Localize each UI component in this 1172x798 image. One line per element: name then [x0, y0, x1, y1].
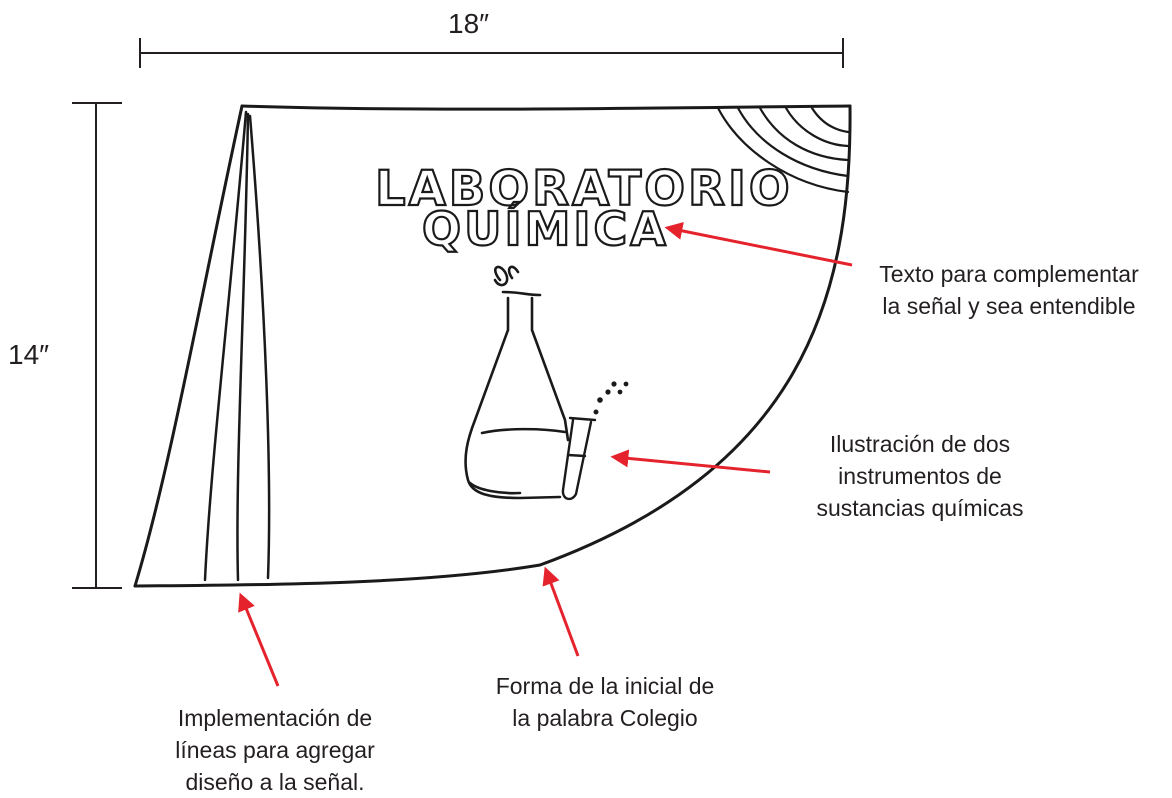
annotation-shape-line2: la palabra Colegio: [512, 705, 698, 731]
arrow-shape: [542, 566, 580, 657]
annotation-lines-line3: diseño a la señal.: [185, 769, 365, 795]
annotation-text-line1: Texto para complementar: [879, 261, 1139, 287]
sign-outline: [133, 104, 852, 588]
annotation-lines-line1: Implementación de: [177, 705, 373, 731]
test-tube-icon: [561, 381, 629, 501]
arrow-illustration: [610, 449, 771, 474]
annotation-illustration-line3: sustancias químicas: [816, 495, 1024, 521]
height-label: 14″: [8, 339, 50, 370]
annotation-arrows: [238, 222, 853, 687]
sign-title-line1: LABORATORIO: [375, 161, 793, 217]
annotation-illustration-note: Ilustración de dos instrumentos de susta…: [770, 428, 1070, 524]
arrow-lines: [238, 592, 280, 687]
annotation-shape-note: Forma de la inicial de la palabra Colegi…: [455, 670, 755, 734]
annotation-lines-note: Implementación de líneas para agregar di…: [155, 702, 395, 798]
annotation-text-note: Texto para complementar la señal y sea e…: [850, 258, 1168, 322]
annotation-lines-line2: líneas para agregar: [175, 737, 375, 763]
width-label: 18″: [448, 8, 490, 39]
width-dimension-line: [139, 38, 844, 68]
annotation-illustration-line2: instrumentos de: [838, 463, 1002, 489]
flask-icon: [464, 265, 570, 500]
annotation-shape-line1: Forma de la inicial de: [495, 673, 715, 699]
annotation-illustration-line1: Ilustración de dos: [829, 431, 1011, 457]
annotation-text-line2: la señal y sea entendible: [882, 293, 1136, 319]
height-dimension-line: [72, 102, 122, 589]
sign-title-line2: QUÍMICA: [422, 202, 669, 256]
arrow-text: [664, 222, 853, 267]
